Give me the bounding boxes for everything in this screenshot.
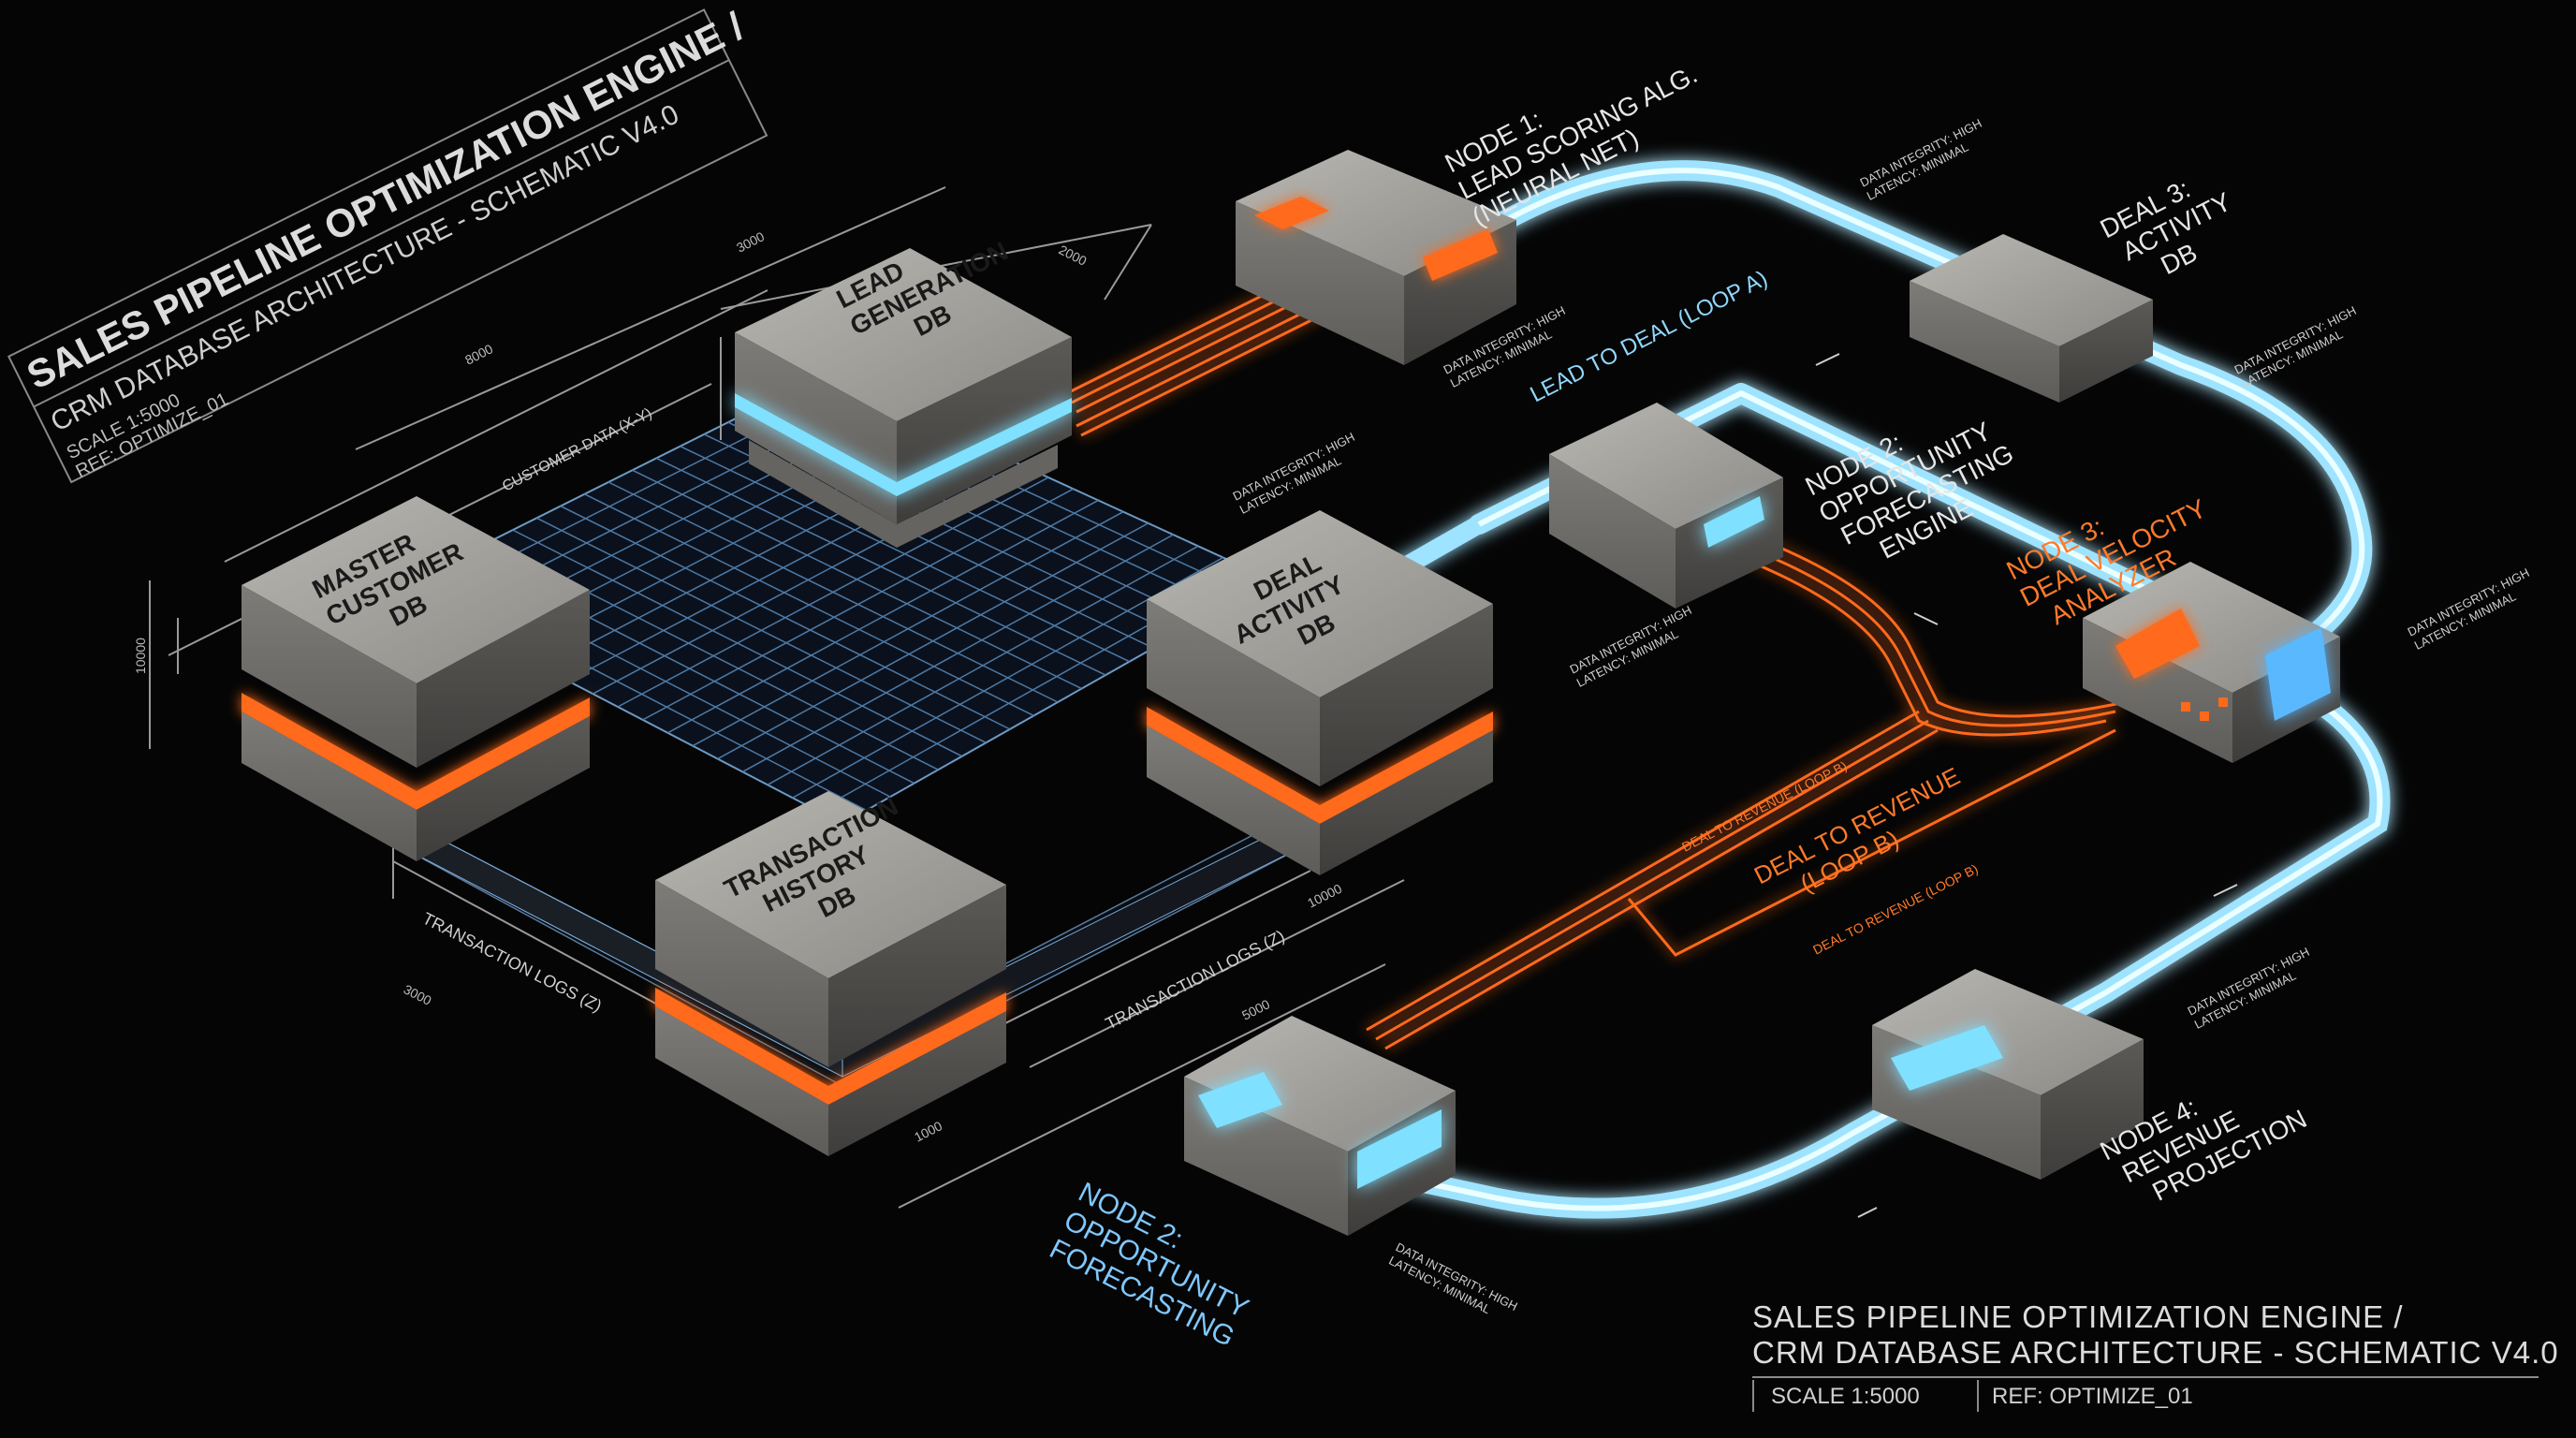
dim-2: 2000 <box>1057 242 1090 268</box>
transaction-logs-right: TRANSACTION LOGS (Z) <box>1103 926 1288 1033</box>
title-text: SALES PIPELINE OPTIMIZATION ENGINE / <box>20 4 751 398</box>
footer-rule <box>1752 1376 2539 1378</box>
arrow-icon <box>1816 354 1839 365</box>
title-block: SALES PIPELINE OPTIMIZATION ENGINE / CRM… <box>8 0 793 486</box>
footer-title: SALES PIPELINE OPTIMIZATION ENGINE / <box>1752 1299 2539 1335</box>
footer-ref: REF: OPTIMIZE_01 <box>1992 1384 2193 1410</box>
arrow-icon <box>1914 613 1938 624</box>
dim-8: 5000 <box>1239 996 1272 1022</box>
dim-5: 3000 <box>402 981 434 1007</box>
footer-title-block: SALES PIPELINE OPTIMIZATION ENGINE / CRM… <box>1752 1299 2539 1414</box>
node2-lower-block <box>1184 1016 1456 1236</box>
dim-1: 3000 <box>734 228 767 255</box>
arrow-icon <box>1858 1208 1877 1217</box>
footer-scale: SCALE 1:5000 <box>1771 1384 1920 1410</box>
node2-upper-block <box>1549 403 1783 609</box>
subtitle-text: CRM DATABASE ARCHITECTURE - SCHEMATIC V4… <box>46 99 684 438</box>
dim-4: 10000 <box>133 638 148 674</box>
footer-sep <box>1977 1380 1979 1412</box>
footer-subtitle: CRM DATABASE ARCHITECTURE - SCHEMATIC V4… <box>1752 1335 2539 1371</box>
arrow-icon <box>2214 885 2237 896</box>
flow-labels: LEAD TO DEAL (LOOP A) DEAL TO REVENUE (L… <box>1526 266 1980 958</box>
dim-7: 10000 <box>1305 881 1344 911</box>
dim-3: 8000 <box>462 341 495 367</box>
footer-sep <box>1752 1380 1754 1412</box>
dim-6: 1000 <box>912 1118 944 1144</box>
